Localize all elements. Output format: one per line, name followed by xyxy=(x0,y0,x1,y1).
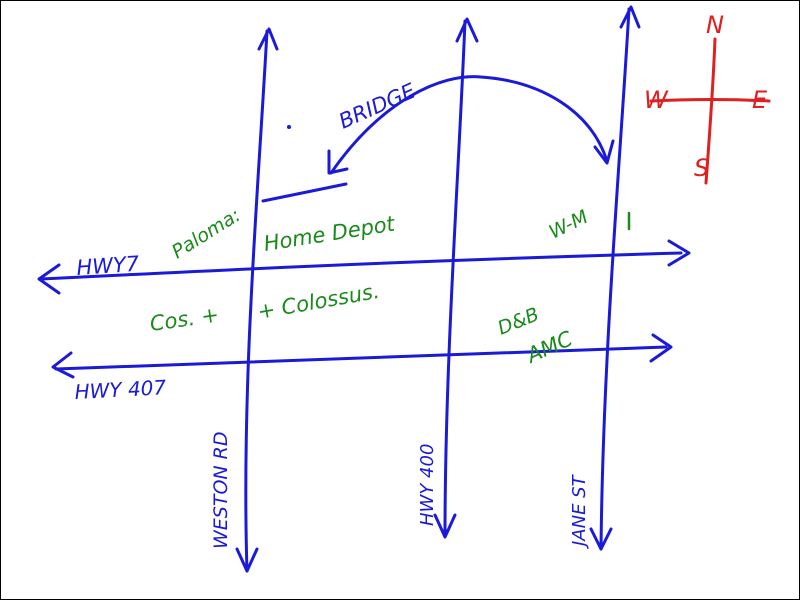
jane-north-arrowhead xyxy=(619,5,641,29)
compass-e-label: E xyxy=(752,86,768,114)
hwy7-label: HWY7 xyxy=(76,252,141,280)
hwy400-south-arrowhead xyxy=(433,513,457,539)
bridge-west-arrowhead xyxy=(327,149,349,175)
dnb-label: D&B xyxy=(495,303,543,339)
hwy407-east-arrowhead xyxy=(649,333,673,363)
hwy400-road xyxy=(443,19,467,538)
bridge-label: BRIDGE xyxy=(335,78,419,133)
hwy400-north-arrowhead xyxy=(455,17,479,43)
colossus-label: + Colossus. xyxy=(256,279,382,324)
weston-north-arrowhead xyxy=(257,27,279,51)
hwy407-label: HWY 407 xyxy=(74,375,167,404)
hwy407-road xyxy=(54,345,668,371)
walmart-label: W-M xyxy=(546,206,592,244)
compass-ns-line xyxy=(704,37,717,185)
hwy407-west-arrowhead xyxy=(51,351,75,379)
compass-s-label: S xyxy=(694,154,709,182)
weston-south-arrowhead xyxy=(235,547,259,573)
compass-w-label: W xyxy=(644,86,669,114)
dot-mark xyxy=(287,125,291,129)
bridge-arc xyxy=(329,75,609,175)
jane-st-label: JANE ST xyxy=(569,473,590,549)
weston-rd-road xyxy=(244,29,269,573)
hwy7-road xyxy=(39,251,683,281)
hwy7-east-arrowhead xyxy=(667,239,691,267)
hwy400-label: HWY 400 xyxy=(417,444,438,526)
bridge-east-arrowhead xyxy=(593,139,615,165)
jane-st-road xyxy=(599,7,631,551)
compass-n-label: N xyxy=(706,11,724,39)
paloma-label: Paloma: xyxy=(168,204,245,263)
costco-label: Cos. + xyxy=(148,303,220,336)
home-depot-label: Home Depot xyxy=(262,211,397,256)
hwy7-west-arrowhead xyxy=(37,263,61,295)
compass-rose: N S E W xyxy=(644,11,771,185)
weston-rd-label: WESTON RD xyxy=(210,432,232,550)
jane-south-arrowhead xyxy=(589,527,613,551)
amc-label: AMC xyxy=(521,326,576,368)
home-depot-outline xyxy=(261,182,348,203)
